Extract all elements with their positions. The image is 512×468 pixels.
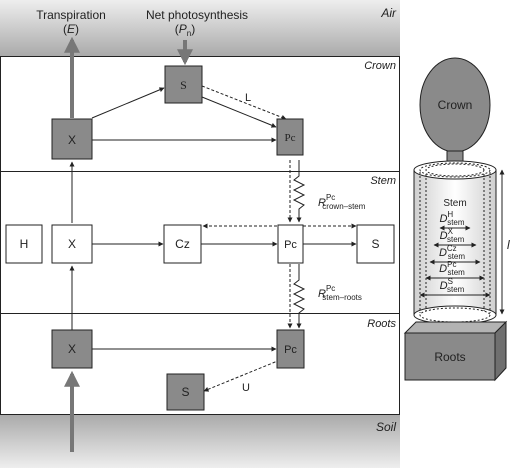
edge-crown-s-to-pc [201,96,277,128]
node-crown-pc: Pc [276,118,304,156]
svg-text:X: X [68,133,76,147]
schematic-stem-bottom [413,305,497,325]
unloading-label: U [242,382,250,394]
edge-crown-x-to-s [91,87,165,119]
node-stem-s: S [356,224,395,264]
svg-text:Pc: Pc [284,344,297,356]
node-roots-x: X [51,329,93,369]
zone-label-roots: Roots [367,318,396,330]
net-photosynthesis-symbol: (Pn) [175,22,195,38]
svg-text:H: H [20,237,29,251]
node-stem-x: X [51,224,93,264]
node-roots-s: S [166,373,205,411]
node-roots-pc: Pc [276,329,305,369]
svg-text:Cz: Cz [175,237,190,251]
svg-text:Pc: Pc [285,132,296,144]
svg-text:S: S [180,78,187,92]
edge-crown-s-to-pc-dashed [201,85,287,120]
schematic-roots-label: Roots [434,350,465,364]
zone-label-air: Air [380,6,397,20]
transpiration-label: Transpiration [36,8,106,22]
node-crown-s: S [164,65,203,104]
zone-label-soil: Soil [376,420,396,434]
svg-text:X: X [68,342,76,356]
svg-text:S: S [371,237,379,251]
schematic-roots-side [494,320,507,382]
net-photosynthesis-label: Net photosynthesis [146,8,248,22]
schematic-stem-label: Stem [443,198,466,209]
zone-label-stem: Stem [370,175,396,187]
node-stem-pc: Pc [277,224,304,264]
node-crown-x: X [51,118,93,160]
zone-label-crown: Crown [364,60,396,72]
transpiration-symbol: (E) [63,22,79,36]
node-stem-h: H [5,224,43,264]
schematic-stem-top-inner [419,162,491,178]
schematic-length-symbol: l [507,238,510,252]
node-stem-cz: Cz [163,224,202,264]
svg-text:Pc: Pc [284,239,297,251]
svg-text:S: S [181,385,189,399]
soil-band [0,414,400,468]
resistor-crown-stem [292,160,306,223]
schematic-roots-top [403,321,508,334]
schematic-roots-block [404,332,496,381]
schematic-crown-label: Crown [438,98,473,112]
resistor-stem-roots [292,264,306,329]
loading-label: L [245,92,251,104]
svg-text:X: X [68,237,76,251]
edge-roots-pc-to-s-dashed [203,359,281,392]
schematic-stem-top-inner2 [425,163,485,177]
